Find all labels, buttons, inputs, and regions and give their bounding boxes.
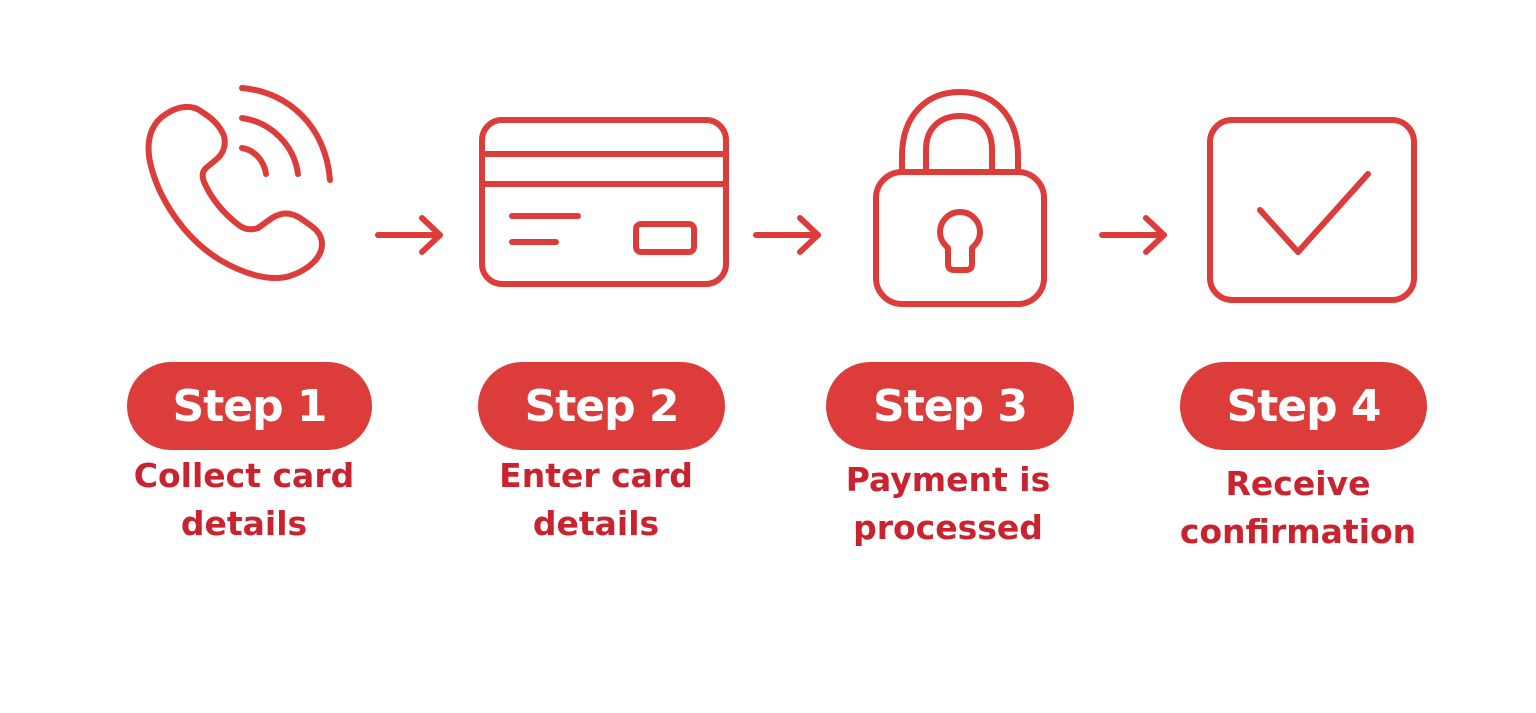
description-line: Enter card xyxy=(499,456,693,495)
step-1-description: Collect card details xyxy=(94,452,394,548)
step-1-badge: Step 1 xyxy=(127,362,372,450)
description-line: Collect card xyxy=(133,456,355,495)
phone-call-icon xyxy=(140,80,340,285)
arrow-right-icon xyxy=(750,212,826,263)
description-line: details xyxy=(180,504,308,543)
padlock-icon xyxy=(868,86,1052,310)
step-2-description: Enter card details xyxy=(446,452,746,548)
step-3-description: Payment is processed xyxy=(798,456,1098,552)
credit-card-icon xyxy=(478,116,730,288)
description-line: confirmation xyxy=(1179,512,1417,551)
arrow-right-icon xyxy=(1096,212,1172,263)
step-4-badge: Step 4 xyxy=(1180,362,1427,450)
description-line: Payment is xyxy=(845,460,1051,499)
step-3-badge: Step 3 xyxy=(826,362,1074,450)
description-line: Receive xyxy=(1225,464,1371,503)
step-4-description: Receive confirmation xyxy=(1148,460,1448,556)
step-2-badge: Step 2 xyxy=(478,362,725,450)
arrow-right-icon xyxy=(372,212,448,263)
description-line: details xyxy=(532,504,660,543)
checkbox-checked-icon xyxy=(1204,114,1420,306)
description-line: processed xyxy=(853,508,1043,547)
